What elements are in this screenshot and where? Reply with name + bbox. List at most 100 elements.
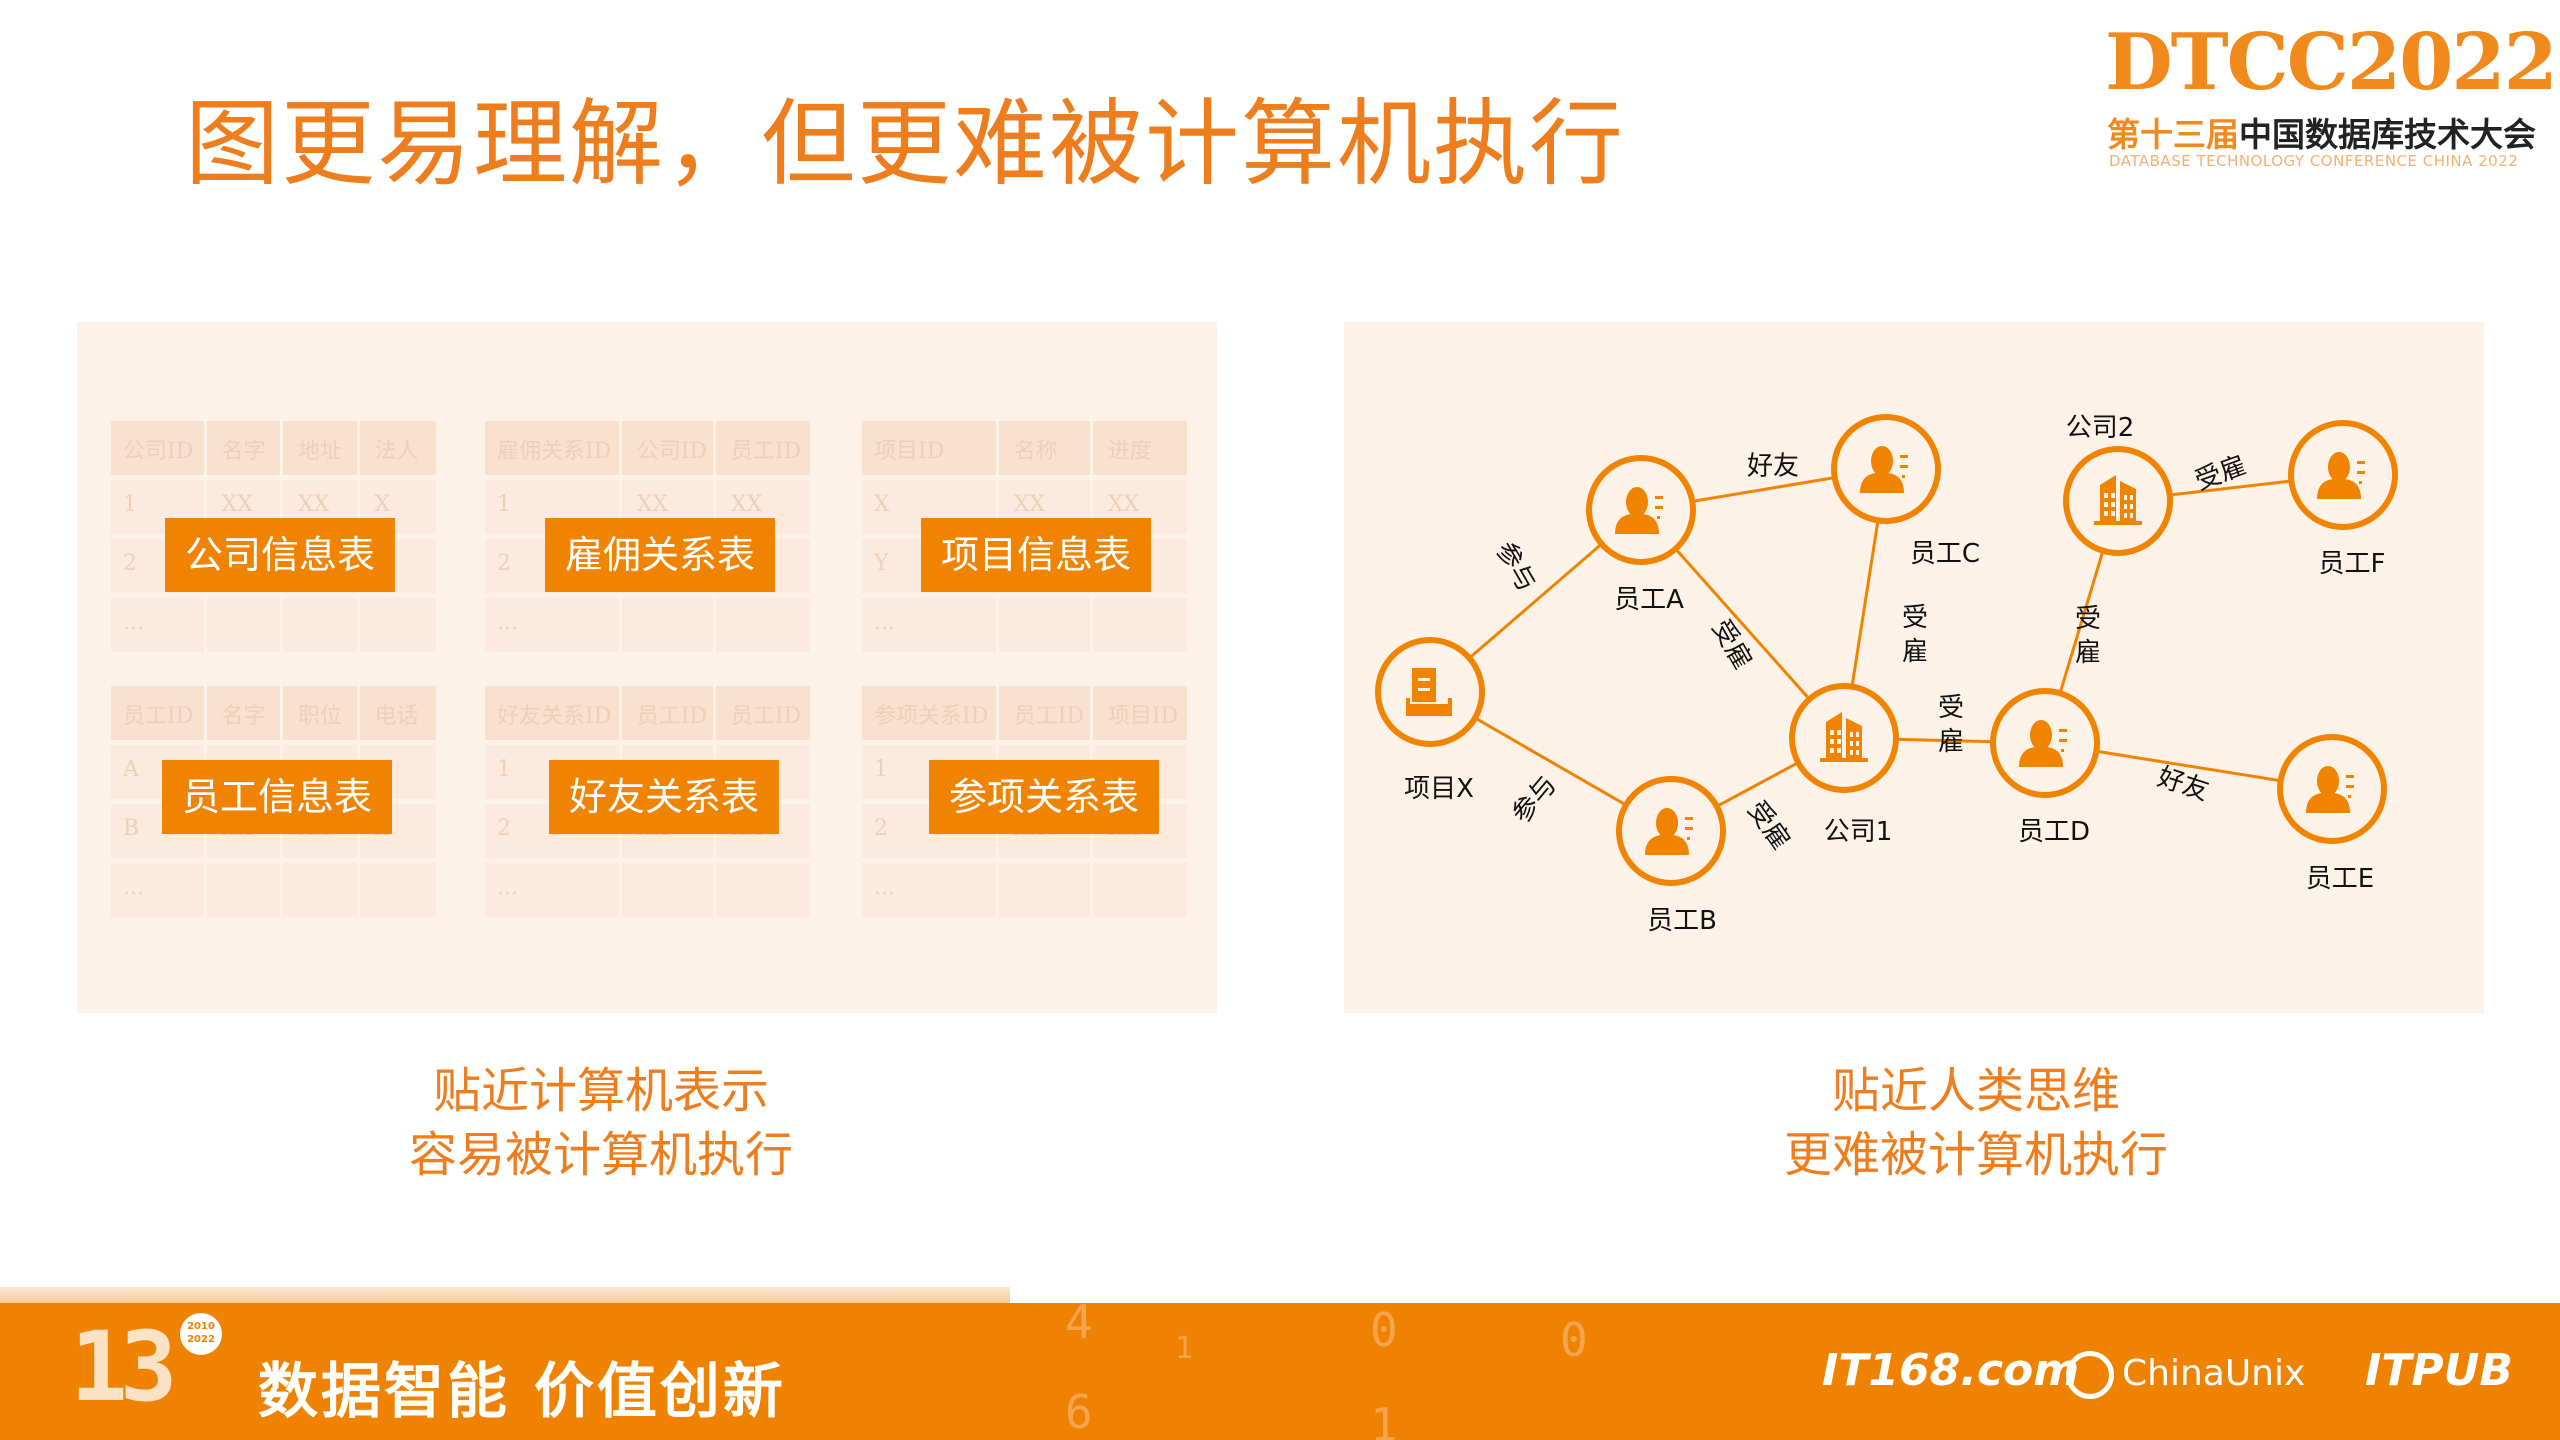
table-cell: 法人 <box>374 439 419 464</box>
left-caption-line: 贴近计算机表示 <box>432 1063 769 1119</box>
decor-digit: 0 <box>1370 1303 1398 1357</box>
chinaunix-icon <box>2066 1351 2114 1399</box>
table-cell: 项目ID <box>1107 704 1179 729</box>
person-icon <box>2019 720 2067 767</box>
table-cell: 雇佣关系ID <box>485 421 622 475</box>
table-cell <box>1002 863 1093 917</box>
table-name-label: 好友关系表 <box>549 760 779 834</box>
chinaunix-text: ChinaUnix <box>2122 1353 2306 1394</box>
table-cell <box>625 598 716 652</box>
partner-logo-it168: IT168.com <box>1822 1345 2080 1396</box>
table-cell: X <box>374 492 391 517</box>
table-cell: 员工ID <box>111 686 207 740</box>
partner-logo-itpub: ITPUB <box>2365 1345 2513 1396</box>
node-label: 员工A <box>1614 585 1684 615</box>
graph-node-company[interactable] <box>2063 446 2173 556</box>
table-cell: ... <box>485 863 622 917</box>
table-cell <box>210 598 284 652</box>
node-label: 员工C <box>1910 539 1980 569</box>
right-caption: 贴近人类思维 更难被计算机执行 <box>1526 1059 2426 1187</box>
table-cell: ... <box>485 598 622 652</box>
table-cell: XX <box>730 492 763 517</box>
graph-node-project[interactable] <box>1375 637 1485 747</box>
table-cell: 参项关系ID <box>862 686 999 740</box>
slogan: 数据智能 价值创新 <box>258 1357 786 1427</box>
node-circle <box>1789 683 1899 793</box>
table-cell <box>210 863 284 917</box>
logo-english: DATABASE TECHNOLOGY CONFERENCE CHINA 202… <box>2109 152 2519 170</box>
table-row: ... <box>111 863 436 917</box>
table-cell: 电话 <box>374 704 419 729</box>
table-cell: XX <box>210 480 284 534</box>
table-cell: 地址 <box>286 421 360 475</box>
anniversary-badge: 13 <box>70 1311 178 1423</box>
node-circle <box>2063 446 2173 556</box>
node-label: 员工B <box>1647 906 1717 936</box>
table-cell: 1 <box>485 480 622 534</box>
table-cell: XX <box>625 480 716 534</box>
graph-node-person[interactable] <box>1616 776 1726 886</box>
table-name-label: 参项关系表 <box>929 760 1159 834</box>
graph-node-company[interactable] <box>1789 683 1899 793</box>
table-cell <box>286 598 360 652</box>
table-cell: ... <box>862 598 999 652</box>
edge-label: 参与 <box>1489 537 1541 597</box>
dtcc-logo: DTCC2022 第十三届中国数据库技术大会 DATABASE TECHNOLO… <box>2105 18 2558 178</box>
person-icon <box>2317 452 2365 499</box>
table-cell <box>1002 598 1093 652</box>
edge-label: 受雇 <box>1705 615 1757 675</box>
footer-strip <box>0 1287 1010 1303</box>
person-icon <box>1615 487 1663 534</box>
table-cell: 名字 <box>210 421 284 475</box>
right-caption-line: 更难被计算机执行 <box>1783 1127 2168 1183</box>
decor-digit: 6 <box>1065 1385 1093 1439</box>
table-cell: 公司ID <box>625 421 716 475</box>
edge-label: 好友 <box>1747 452 1799 482</box>
left-caption-line: 容易被计算机执行 <box>408 1127 793 1183</box>
graph-node-person[interactable] <box>2277 734 2387 844</box>
table-cell: 员工ID <box>730 439 802 464</box>
table-cell: 员工ID <box>1002 686 1093 740</box>
table-name-label: 雇佣关系表 <box>545 518 775 592</box>
table-cell: ... <box>862 863 999 917</box>
decor-digit: 4 <box>1065 1303 1093 1349</box>
node-label: 员工D <box>2018 817 2090 847</box>
decor-digit: 0 <box>1560 1313 1588 1367</box>
table-cell: 名称 <box>1002 421 1093 475</box>
badge-years: 2010 2022 <box>180 1313 222 1355</box>
table-cell: 进度 <box>1107 439 1152 464</box>
node-label: 公司1 <box>1824 817 1893 847</box>
table-cell: ... <box>111 598 207 652</box>
table-cell: 名字 <box>210 686 284 740</box>
logo-name: 中国数据库技术大会 <box>2239 115 2536 154</box>
node-label: 员工E <box>2306 864 2374 894</box>
table-cell: 1 <box>111 480 207 534</box>
partner-logo-chinaunix: ChinaUnix <box>2066 1351 2305 1399</box>
graph-node-person[interactable] <box>1831 414 1941 524</box>
person-icon <box>2306 766 2354 813</box>
table-cell: XX <box>1107 492 1140 517</box>
table-row: ... <box>485 863 810 917</box>
person-icon <box>1860 446 1908 493</box>
graph-node-person[interactable] <box>1586 455 1696 565</box>
table-row: ... <box>111 598 436 652</box>
company-icon <box>2094 475 2142 525</box>
table-name-label: 员工信息表 <box>162 760 392 834</box>
table-cell: 员工ID <box>625 686 716 740</box>
footer-bar: 4 6 1 0 0 1 13 2010 2022 数据智能 价值创新 IT168… <box>0 1303 2560 1440</box>
decor-digit: 1 <box>1370 1398 1398 1440</box>
table-cell: 公司ID <box>111 421 207 475</box>
person-icon <box>1645 808 1693 855</box>
edge-label: 受雇 <box>1741 796 1795 856</box>
edge-label: 受雇 <box>2071 604 2101 672</box>
graph-node-person[interactable] <box>2288 420 2398 530</box>
company-icon <box>1820 712 1868 762</box>
table-name-label: 项目信息表 <box>921 518 1151 592</box>
graph-node-person[interactable] <box>1990 688 2100 798</box>
